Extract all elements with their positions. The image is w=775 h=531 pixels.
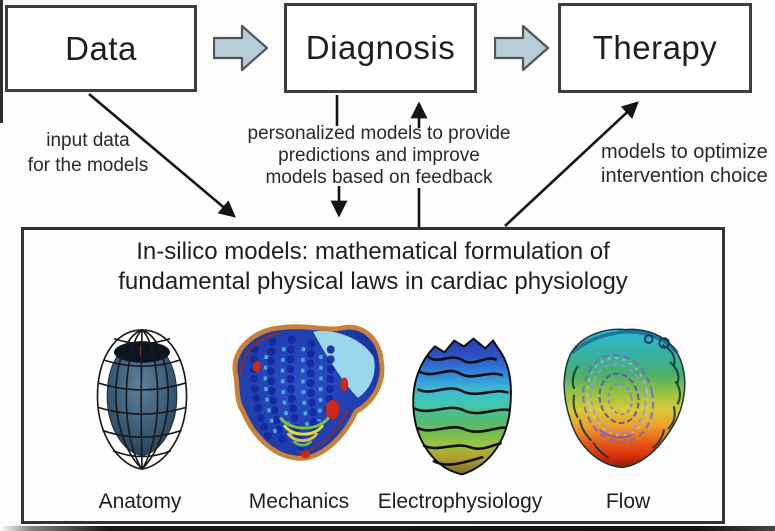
flow-model-image: [549, 320, 693, 483]
anatomy-model-image: [84, 320, 200, 485]
block-arrow-diagnosis-to-therapy-icon: [493, 23, 550, 77]
screen-edge-artifact: [0, 0, 3, 123]
models-title-line1: In-silico models: mathematical formulati…: [136, 238, 610, 265]
models-box-title: In-silico models: mathematical formulati…: [24, 237, 722, 297]
electrophysiology-label: Electrophysiology: [377, 490, 543, 513]
note-feedback: personalized models to provide predictio…: [248, 123, 511, 189]
mechanics-model-image: [212, 316, 392, 477]
note-feedback-line1: personalized models to provide: [247, 123, 511, 144]
diagnosis-box-label: Diagnosis: [305, 29, 456, 66]
note-feedback-line3: models based on feedback: [265, 167, 493, 188]
data-box: Data: [5, 5, 197, 92]
note-input-line1: input data: [46, 130, 130, 151]
diagnosis-box: Diagnosis: [284, 3, 477, 93]
flow-label: Flow: [605, 490, 651, 513]
therapy-box: Therapy: [558, 3, 752, 93]
bottom-edge-strip: [0, 526, 775, 531]
note-feedback-line2: predictions and improve: [278, 145, 480, 166]
mechanics-label: Mechanics: [248, 490, 350, 513]
insilico-models-box: In-silico models: mathematical formulati…: [21, 227, 725, 524]
data-box-label: Data: [65, 29, 137, 67]
note-optimize: models to optimize intervention choice: [601, 140, 768, 188]
anatomy-label: Anatomy: [98, 490, 182, 513]
note-input-line2: for the models: [27, 155, 149, 176]
note-optimize-line2: intervention choice: [601, 165, 768, 187]
note-input-data: input data for the models: [28, 128, 148, 178]
electrophysiology-model-image: [401, 327, 519, 492]
therapy-box-label: Therapy: [592, 29, 718, 66]
note-optimize-line1: models to optimize: [601, 141, 768, 163]
models-title-line2: fundamental physical laws in cardiac phy…: [118, 268, 628, 295]
block-arrow-data-to-diagnosis-icon: [212, 24, 269, 77]
